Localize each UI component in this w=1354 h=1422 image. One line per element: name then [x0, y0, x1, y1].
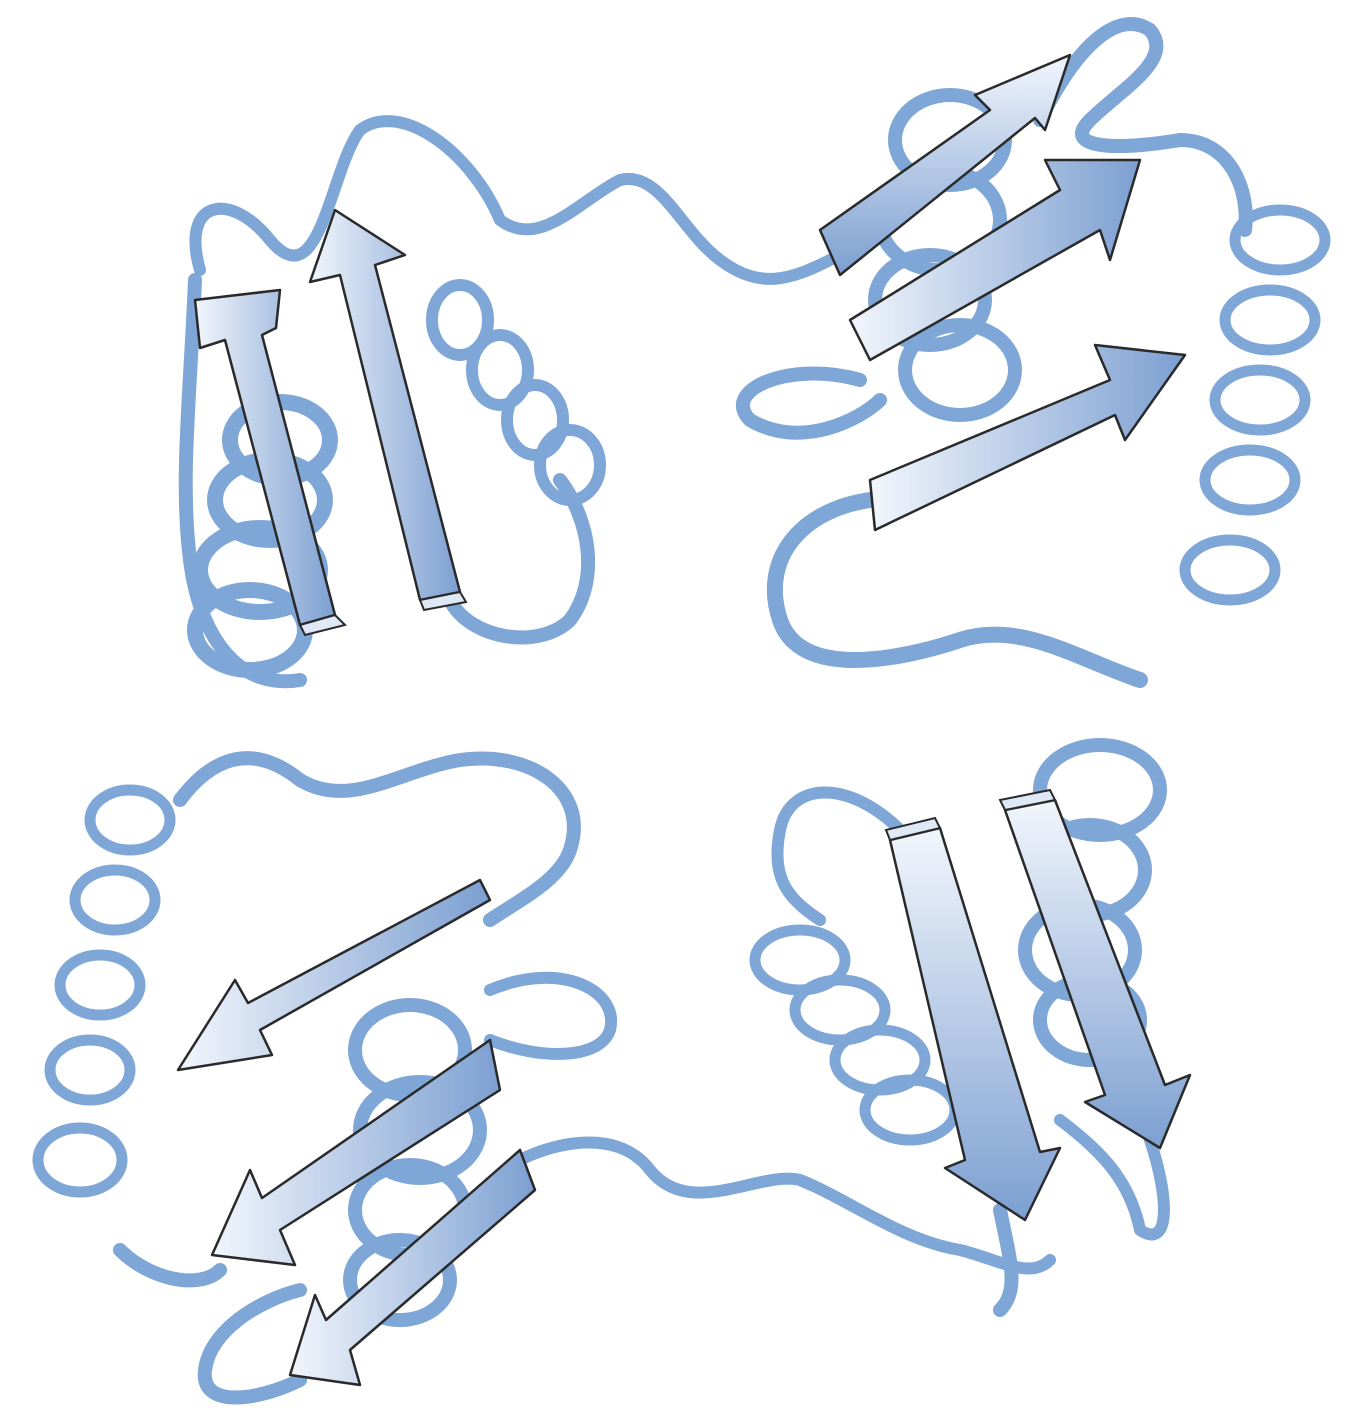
beta-strand-arrow [178, 880, 490, 1070]
subunit-top-right [743, 24, 1325, 680]
subunit-top-left [186, 121, 830, 681]
loop-ribbon [490, 978, 611, 1054]
loop-ribbon [120, 1250, 300, 1398]
loop-ribbon [775, 500, 1140, 680]
alpha-helix-coil [1185, 210, 1325, 600]
alpha-helix-coil [38, 790, 170, 1192]
beta-strand-arrow [870, 345, 1185, 530]
loop-ribbon [743, 374, 880, 433]
loop-ribbon [195, 121, 830, 279]
loop-ribbon [180, 758, 574, 920]
alpha-helix-coil [432, 285, 600, 500]
beta-strand-arrow [310, 210, 466, 610]
subunit-bottom-right [755, 745, 1190, 1310]
loop-ribbon [777, 793, 900, 921]
